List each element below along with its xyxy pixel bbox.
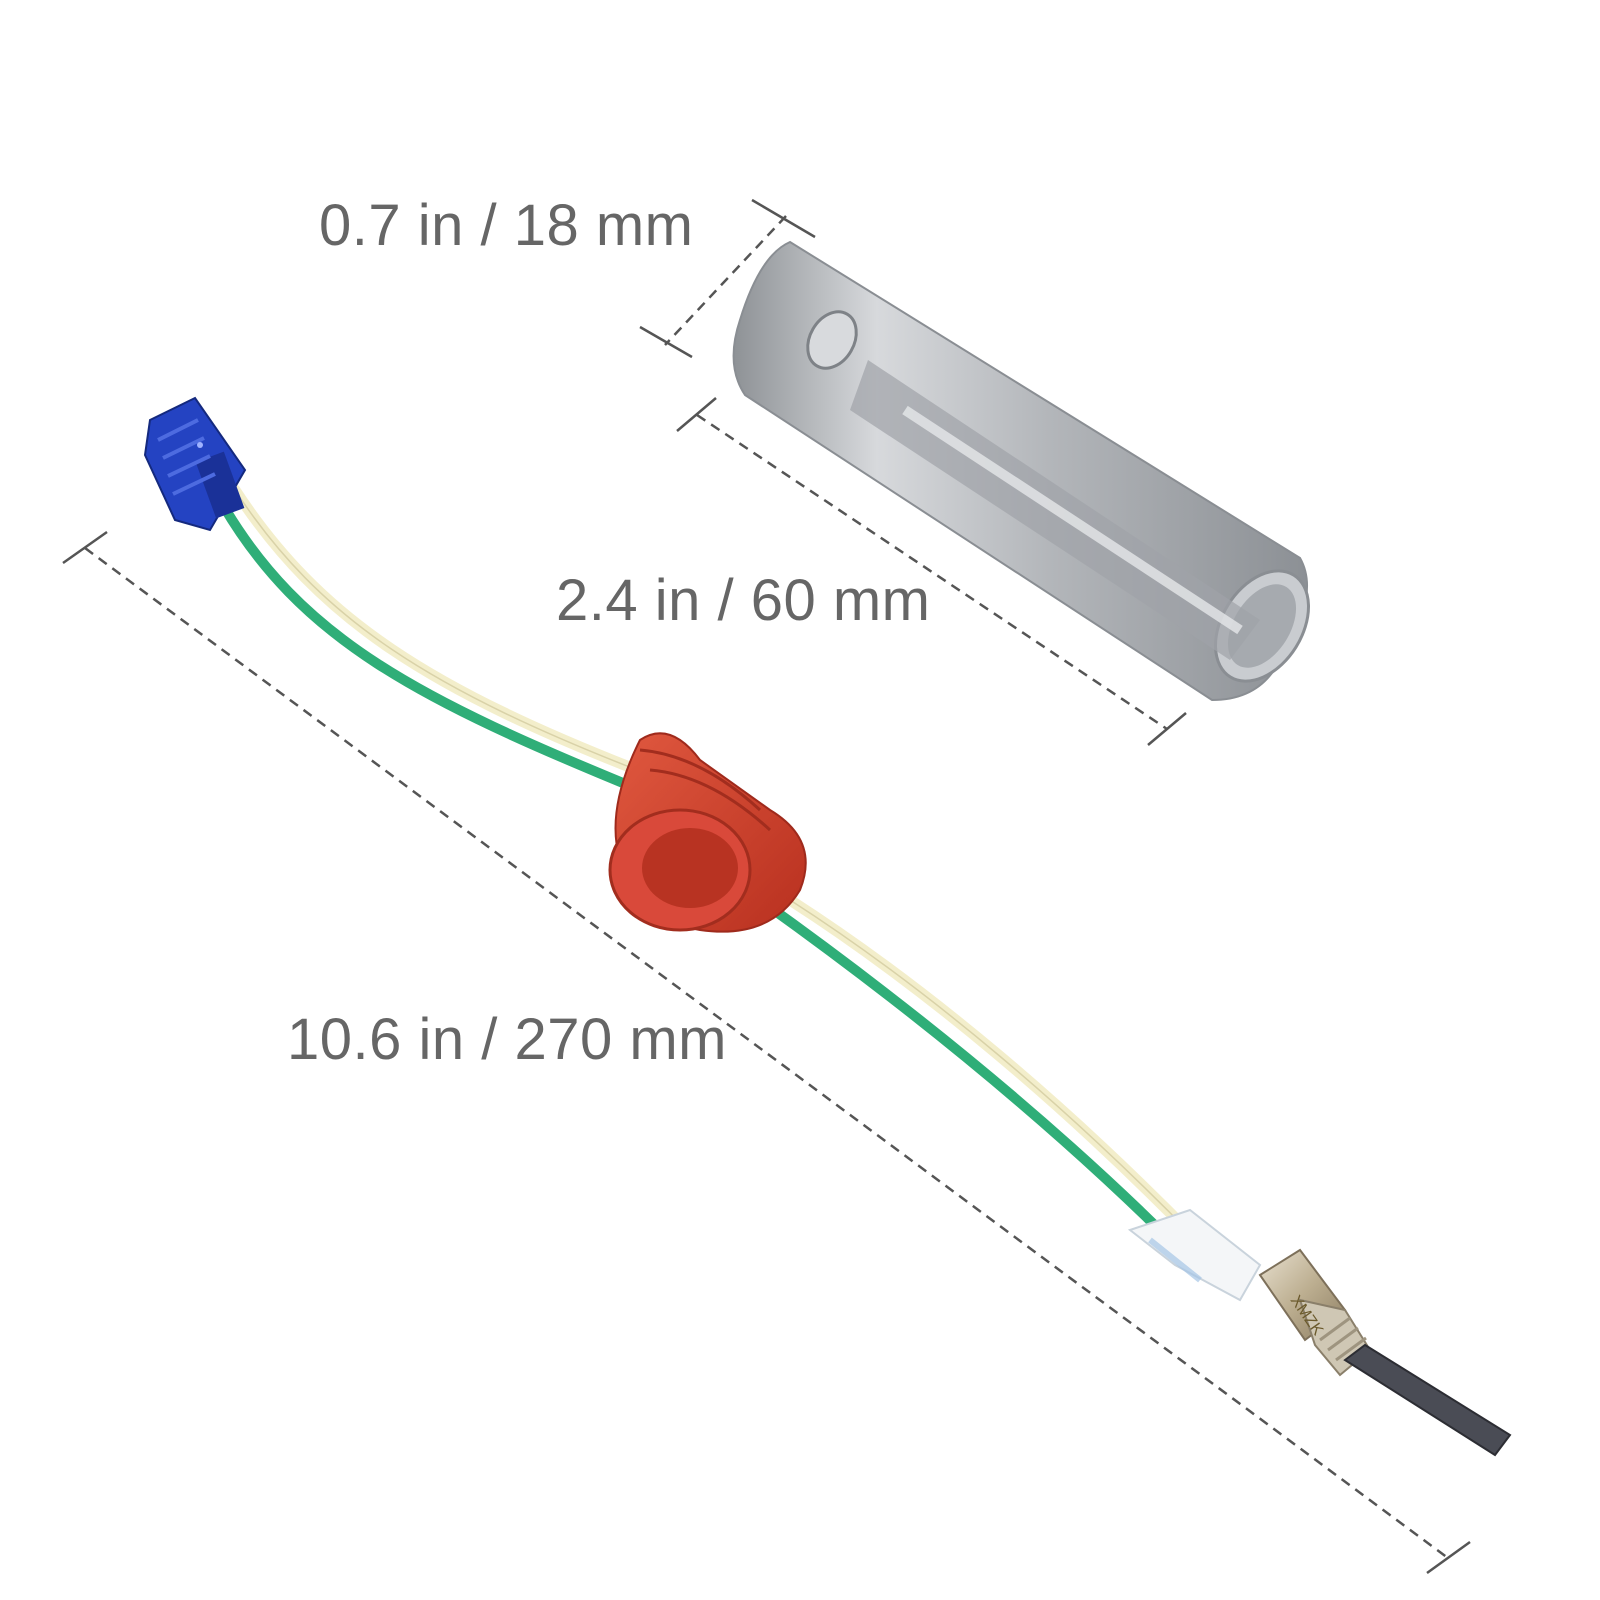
- sleeve-length-label: 2.4 in / 60 mm: [556, 568, 931, 633]
- sleeve-diameter-dimension-line: [639, 198, 816, 359]
- glow-plug: XMZK: [1258, 1248, 1512, 1457]
- red-rubber-grommet: [608, 732, 807, 933]
- metal-sleeve: [732, 240, 1310, 702]
- sleeve-length-dimension-line: [676, 397, 1187, 746]
- cable-length-label: 10.6 in / 270 mm: [287, 1007, 727, 1072]
- sleeve-diameter-label: 0.7 in / 18 mm: [319, 193, 694, 258]
- cable-length-dimension-line: [62, 530, 1471, 1575]
- blue-connector: [143, 396, 247, 532]
- wire-sleeve: [1127, 1208, 1262, 1302]
